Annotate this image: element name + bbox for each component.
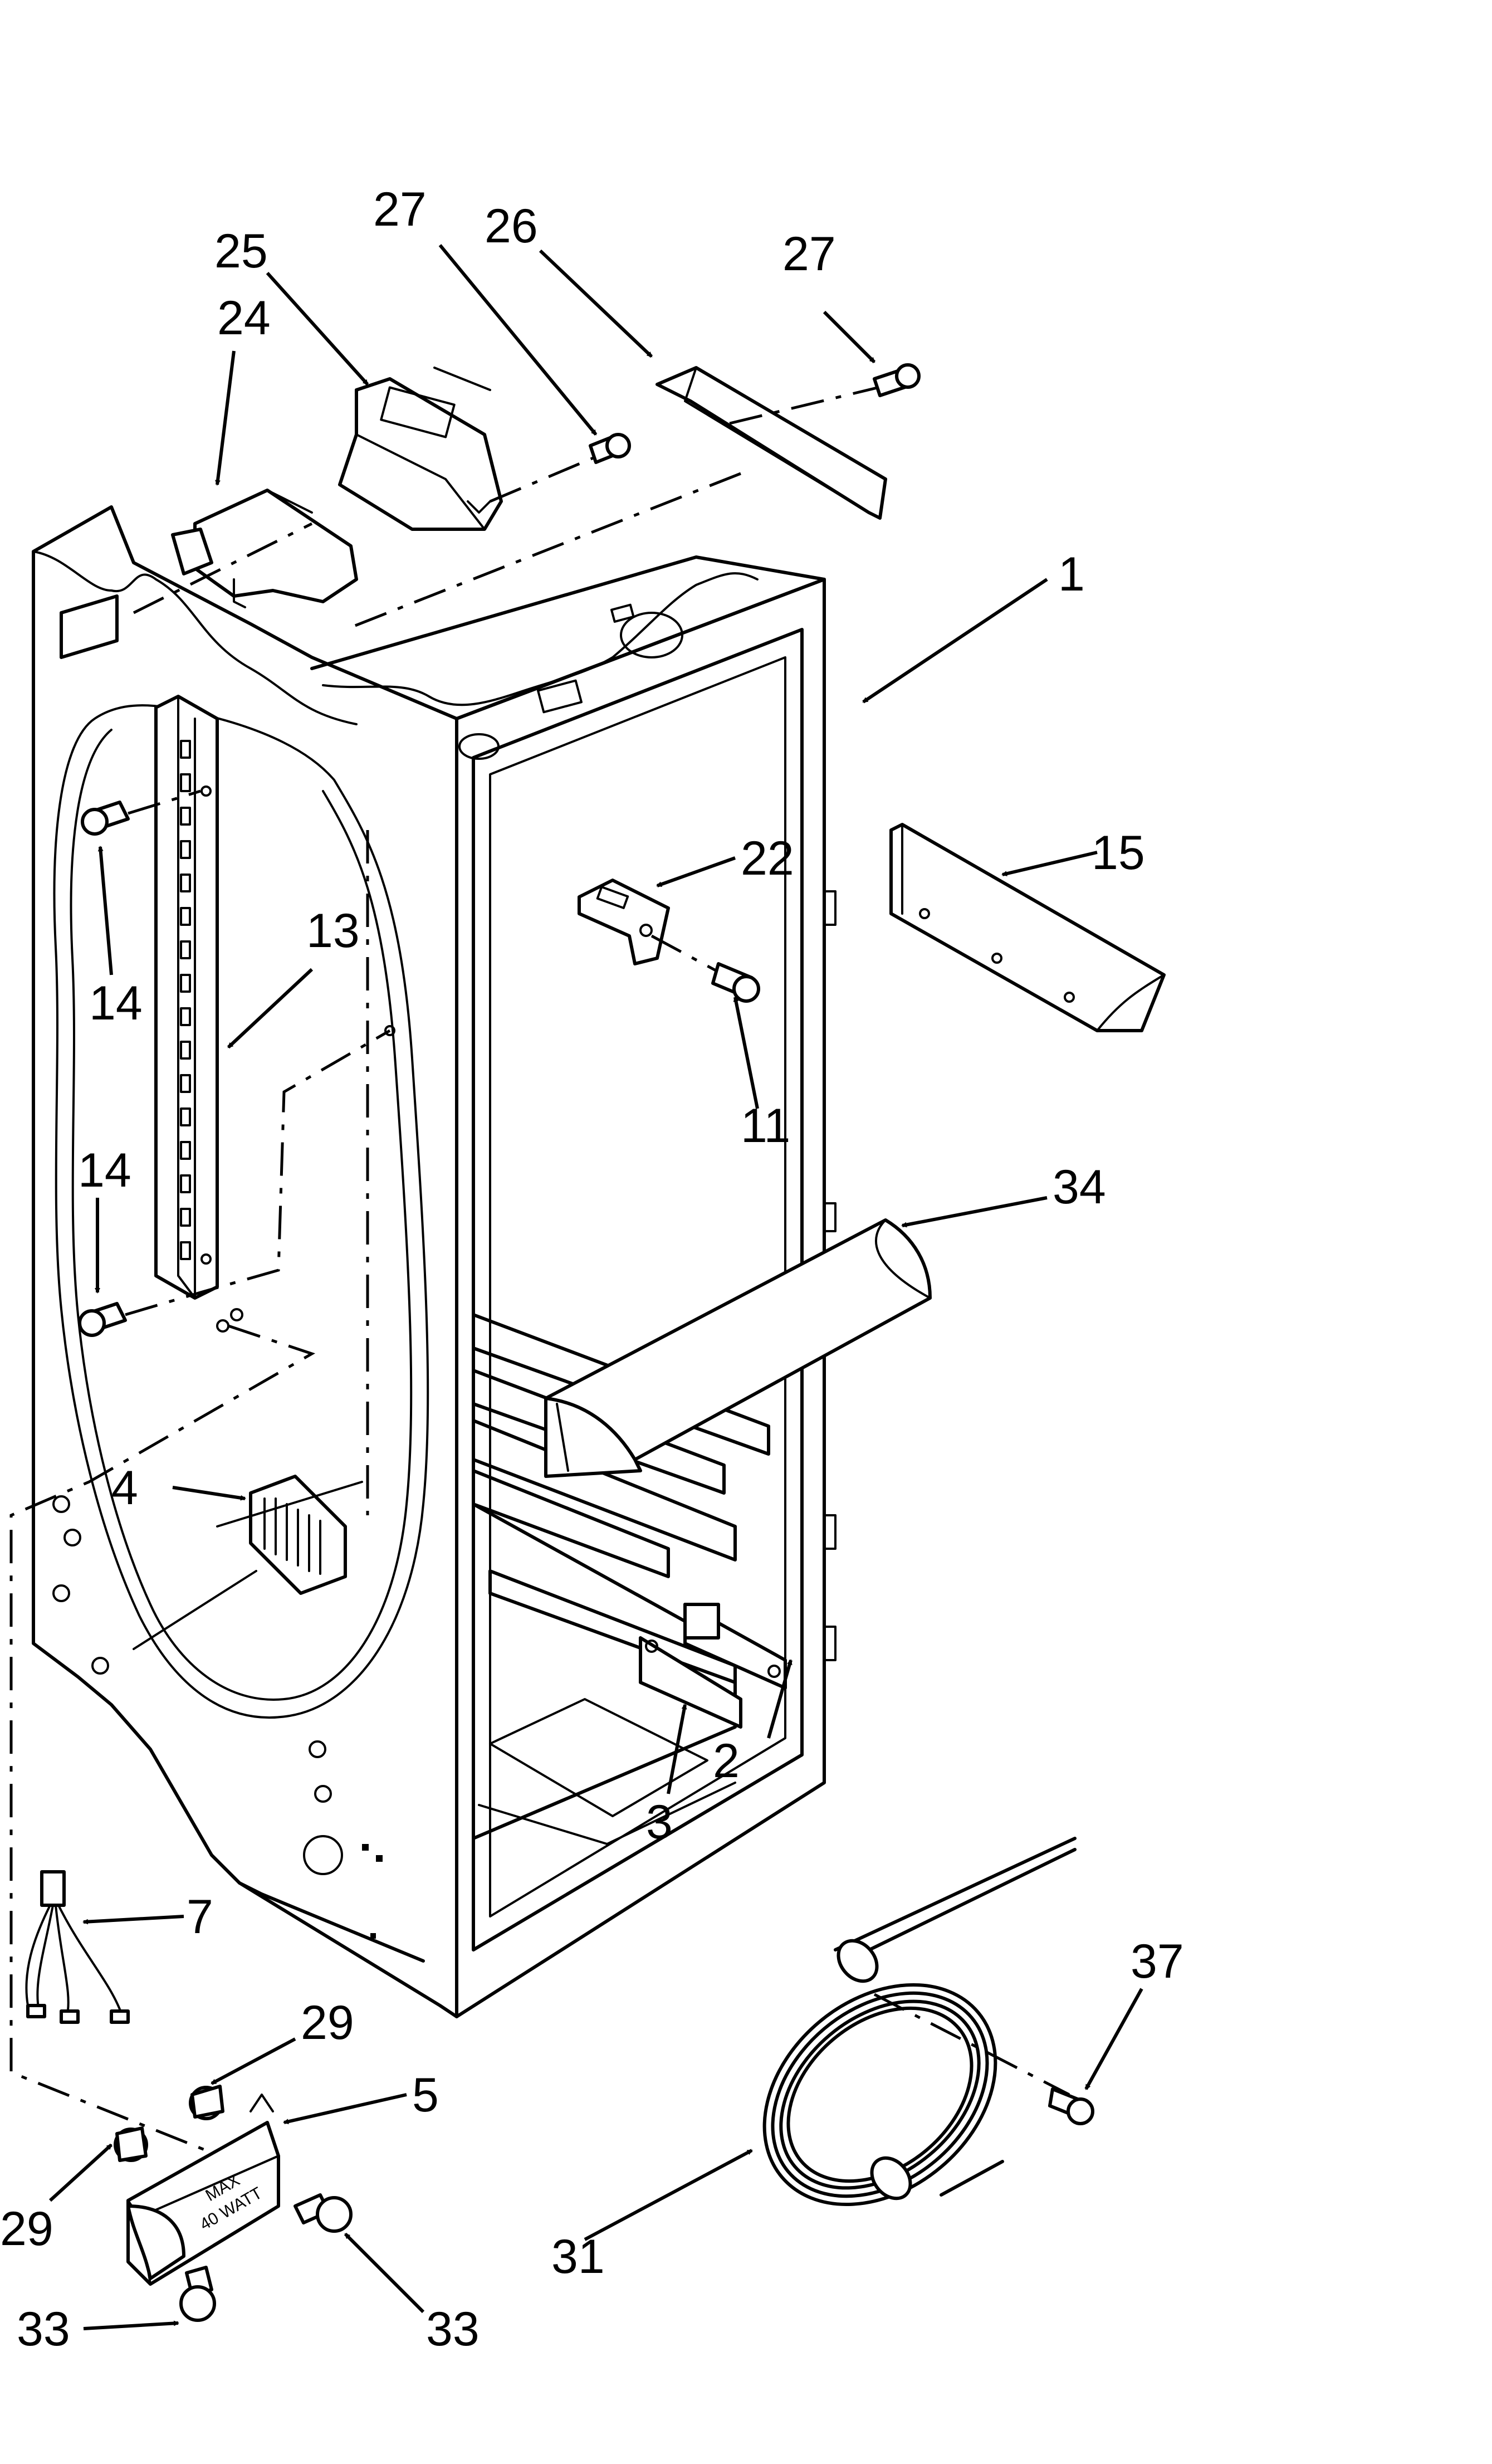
- callout-33-left: 33: [17, 2302, 70, 2356]
- callout-14-lower: 14: [78, 1144, 131, 1197]
- vent-grille: [133, 1475, 363, 1650]
- callout-37: 37: [1131, 1935, 1184, 1988]
- leader-26: [539, 249, 653, 358]
- leader-22: [656, 856, 736, 887]
- callout-3: 3: [646, 1795, 673, 1849]
- leader-37: [1084, 1988, 1143, 2090]
- callout-27-left: 27: [373, 183, 427, 236]
- callout-11: 11: [741, 1099, 790, 1153]
- tube-clamp-screw: [1048, 2087, 1094, 2125]
- cabinet-liner: [32, 505, 837, 2018]
- leader-31: [584, 2149, 753, 2241]
- top-trim-strip: [655, 366, 887, 520]
- callout-33-right: 33: [426, 2302, 480, 2356]
- light-shield: [338, 367, 503, 531]
- leader-34: [901, 1196, 1048, 1228]
- bracket-screw: [711, 962, 760, 1003]
- leader-25: [266, 271, 369, 386]
- crisper-bracket-right: [683, 1603, 787, 1690]
- crisper-bracket-left: [639, 1636, 742, 1729]
- callout-22: 22: [741, 832, 794, 885]
- leader-15: [1001, 851, 1098, 877]
- trim-strip-screw: [873, 363, 921, 397]
- callout-25: 25: [214, 225, 268, 278]
- callout-29-lower: 29: [0, 2202, 53, 2256]
- callout-13: 13: [306, 904, 360, 958]
- leader-14-upper: [97, 846, 113, 975]
- socket-push-pin-bottom: [179, 2266, 216, 2322]
- leader-5: [283, 2093, 407, 2125]
- callout-leaders: [48, 244, 1143, 2330]
- callout-24: 24: [217, 291, 271, 345]
- leader-1: [862, 578, 1048, 704]
- rail-screw-lower: [78, 1302, 127, 1337]
- callout-5: 5: [412, 2068, 439, 2122]
- leader-33-right: [344, 2232, 425, 2314]
- shelf-support-rail: [154, 695, 219, 1300]
- leader-29-upper: [211, 2037, 296, 2085]
- callout-7: 7: [187, 1890, 213, 1944]
- leader-13: [227, 968, 314, 1049]
- leader-27-right: [823, 310, 876, 364]
- leader-4: [172, 1486, 246, 1501]
- callout-34: 34: [1053, 1160, 1106, 1214]
- leader-2: [767, 1659, 793, 1739]
- leader-29-lower: [48, 2143, 113, 2202]
- callout-2: 2: [713, 1734, 740, 1788]
- callout-27-right: 27: [782, 227, 836, 281]
- callout-15: 15: [1092, 826, 1145, 880]
- leader-3: [667, 1704, 687, 1794]
- callout-4: 4: [111, 1461, 138, 1515]
- water-tube-coil: [762, 1837, 1077, 2207]
- socket-clip-lower: [114, 2126, 148, 2162]
- light-socket-housing: [133, 489, 358, 614]
- bracket: [578, 879, 670, 965]
- shield-screw: [589, 433, 631, 464]
- callout-14-upper: 14: [89, 977, 143, 1030]
- air-duct-cover: [544, 1218, 932, 1478]
- leader-27-left: [438, 244, 598, 436]
- leader-11: [733, 996, 759, 1109]
- leader-7: [82, 1915, 184, 1925]
- leader-33-left: [83, 2320, 179, 2330]
- callout-numbers: 1 2 3 4 5 7 11 13 14 14 15 22 24 25 26 2…: [0, 183, 1184, 2356]
- leader-24: [215, 350, 236, 486]
- socket-push-pin-right: [293, 2193, 353, 2233]
- callout-29-upper: 29: [301, 1996, 354, 2050]
- callout-26: 26: [485, 199, 538, 253]
- socket-clip-upper: [189, 2085, 224, 2120]
- lamp-socket: MAX 40 WATT: [126, 2094, 280, 2286]
- trim-channel: [889, 823, 1166, 1032]
- rail-screw-upper: [81, 801, 130, 836]
- wire-harness: [25, 1870, 130, 2024]
- callout-31: 31: [551, 2230, 605, 2284]
- callout-1: 1: [1058, 548, 1085, 601]
